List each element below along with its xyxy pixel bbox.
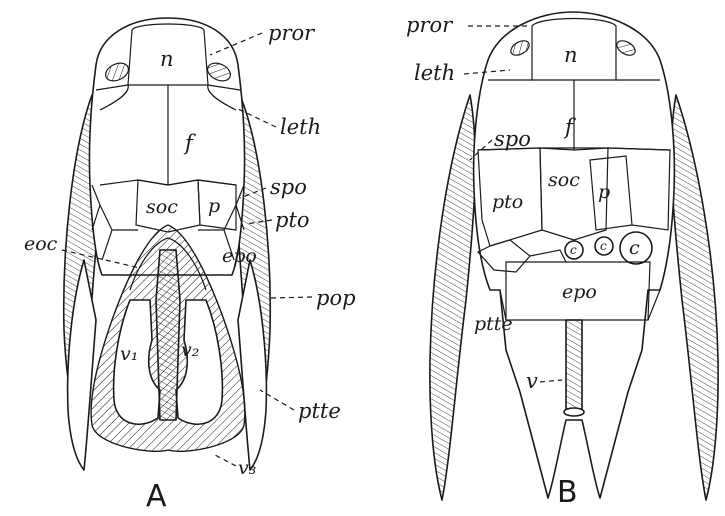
figure-a: n f soc p epo eoc v₁ v₂ v₃ pror leth spo…: [24, 18, 356, 514]
b-callout-spo: spo: [494, 127, 531, 151]
b-label-soc: soc: [548, 169, 580, 191]
b-right-spine: [671, 95, 718, 500]
a-label-v1: v₁: [120, 343, 138, 365]
b-vertebra: [566, 320, 582, 412]
a-callout-ptte: ptte: [298, 399, 341, 423]
b-label-ptte: ptte: [474, 313, 513, 335]
a-label-n: n: [160, 47, 174, 71]
a-panel-label: A: [146, 479, 167, 514]
b-callout-pror: pror: [406, 13, 454, 37]
figure-b: n f soc p pto c c c epo ptte v pror leth…: [406, 12, 718, 510]
b-label-n: n: [564, 43, 578, 67]
b-vertebra-end: [564, 408, 584, 416]
a-label-soc: soc: [146, 196, 178, 218]
b-label-p: p: [598, 181, 610, 203]
a-central-column: [156, 250, 180, 420]
a-label-p: p: [208, 195, 220, 217]
a-callout-spo: spo: [270, 175, 307, 199]
b-label-c1: c: [570, 243, 577, 257]
a-callout-pto: pto: [275, 208, 310, 232]
a-callout-leth: leth: [280, 115, 321, 139]
b-callout-leth: leth: [414, 61, 455, 85]
b-left-spine: [430, 95, 475, 500]
a-label-v3: v₃: [238, 457, 256, 479]
a-callout-pop: pop: [316, 286, 356, 310]
b-label-c2: c: [600, 239, 607, 253]
b-label-epo: epo: [562, 281, 597, 303]
b-label-c3: c: [629, 237, 640, 259]
a-callout-pror: pror: [268, 21, 316, 45]
b-label-v: v: [526, 369, 538, 393]
b-panel-label: B: [557, 475, 578, 510]
a-label-v2: v₂: [181, 339, 199, 361]
b-label-pto: pto: [492, 191, 523, 213]
a-label-epo: epo: [222, 245, 257, 267]
a-label-eoc: eoc: [24, 233, 58, 255]
